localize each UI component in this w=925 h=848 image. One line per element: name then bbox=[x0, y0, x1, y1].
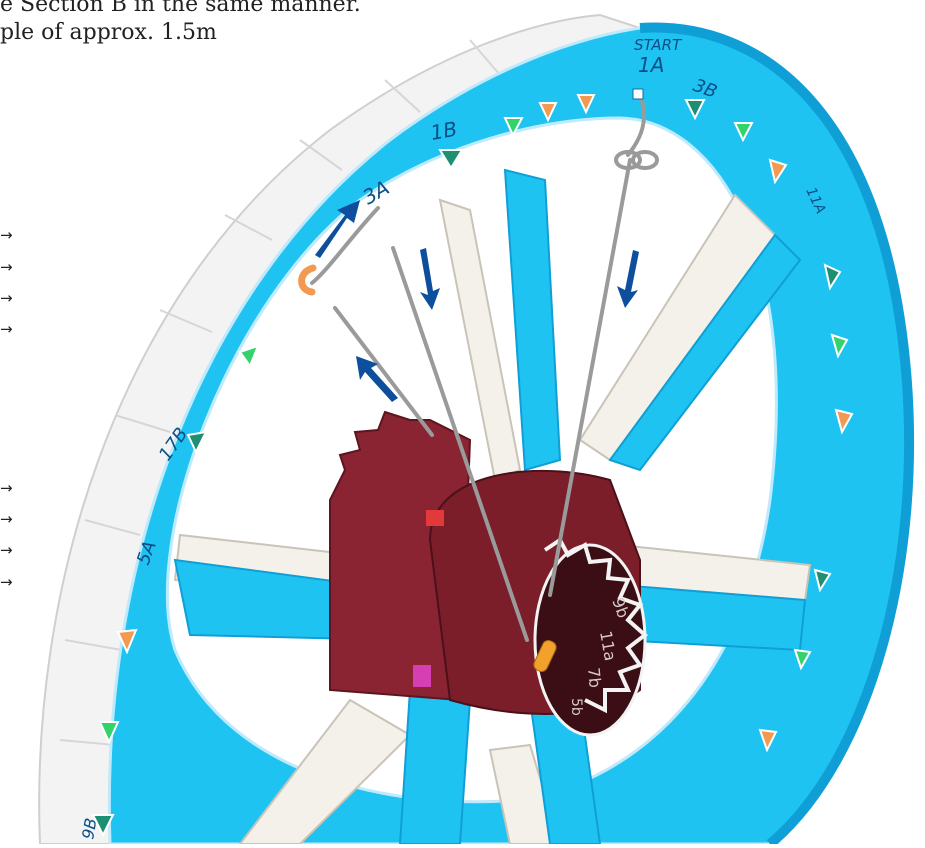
arrow-right-icon: → bbox=[0, 228, 13, 243]
arrow-down-icon bbox=[617, 250, 639, 308]
arrow-right-icon: → bbox=[0, 481, 13, 496]
arrow-right-icon: → bbox=[0, 575, 13, 590]
arrow-down-icon bbox=[420, 248, 440, 310]
rim-label-9b: 9B bbox=[78, 817, 100, 841]
hub-tab bbox=[413, 665, 431, 687]
arrow-right-icon: → bbox=[0, 543, 13, 558]
hub-label: 7b bbox=[584, 667, 605, 689]
instruction-line-2: ple of approx. 1.5m bbox=[0, 22, 217, 44]
arrow-right-icon: → bbox=[0, 512, 13, 527]
hub-tab bbox=[426, 510, 444, 526]
rim-label-1b: 1B bbox=[429, 117, 459, 145]
hub: 9b 11a 7b 5b bbox=[330, 412, 645, 735]
hub-label: 5b bbox=[568, 698, 584, 716]
arrow-right-icon: → bbox=[0, 322, 13, 337]
rim-label-1a: 1A bbox=[638, 53, 664, 77]
arrow-right-icon: → bbox=[0, 291, 13, 306]
instruction-line-1: e Section B in the same manner. bbox=[0, 0, 361, 16]
start-label: START bbox=[634, 36, 683, 54]
arrow-right-icon: → bbox=[0, 260, 13, 275]
